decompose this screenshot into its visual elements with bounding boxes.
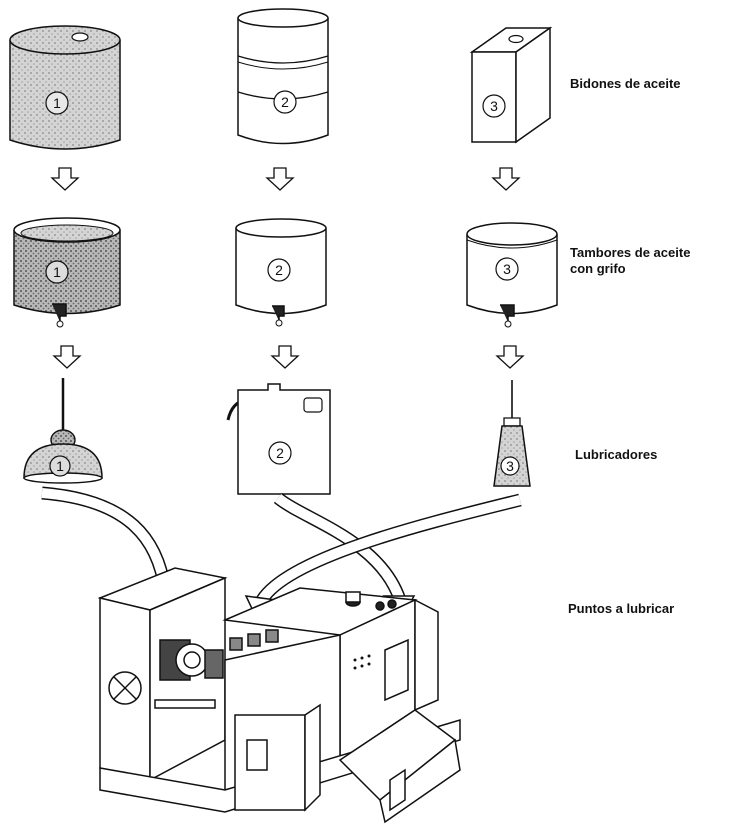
label-lubrication-points: Puntos a lubricar bbox=[568, 601, 674, 617]
machine bbox=[100, 568, 460, 822]
oil-can-3: 3 bbox=[472, 28, 550, 142]
marker-1: 1 bbox=[56, 458, 64, 474]
oil-drum-1: 1 bbox=[10, 26, 120, 149]
marker-1: 1 bbox=[53, 95, 61, 111]
oil-can-lubricator-1: 1 bbox=[24, 378, 102, 483]
marker-2: 2 bbox=[275, 262, 283, 278]
jerry-can-lubricator-2: 2 bbox=[228, 384, 330, 494]
label-oil-drums: Tambores de aceite con grifo bbox=[570, 245, 690, 277]
label-oil-containers: Bidones de aceite bbox=[570, 76, 681, 92]
marker-3: 3 bbox=[503, 261, 511, 277]
label-oil-drums-line1: Tambores de aceite bbox=[570, 245, 690, 261]
marker-3: 3 bbox=[490, 98, 498, 114]
bottle-lubricator-3: 3 bbox=[494, 380, 530, 486]
tap-drum-2: 2 bbox=[236, 219, 326, 326]
label-oil-drums-line2: con grifo bbox=[570, 261, 690, 277]
label-lubricators: Lubricadores bbox=[575, 447, 657, 463]
marker-1: 1 bbox=[53, 264, 61, 280]
marker-2: 2 bbox=[276, 445, 284, 461]
marker-3: 3 bbox=[506, 458, 514, 474]
tap-drum-3: 3 bbox=[467, 223, 557, 327]
down-arrow-icon bbox=[52, 168, 519, 190]
down-arrow-icon bbox=[54, 346, 523, 368]
marker-2: 2 bbox=[281, 94, 289, 110]
tap-drum-1: 1 bbox=[14, 218, 120, 327]
oil-barrel-2: 2 bbox=[238, 9, 328, 144]
